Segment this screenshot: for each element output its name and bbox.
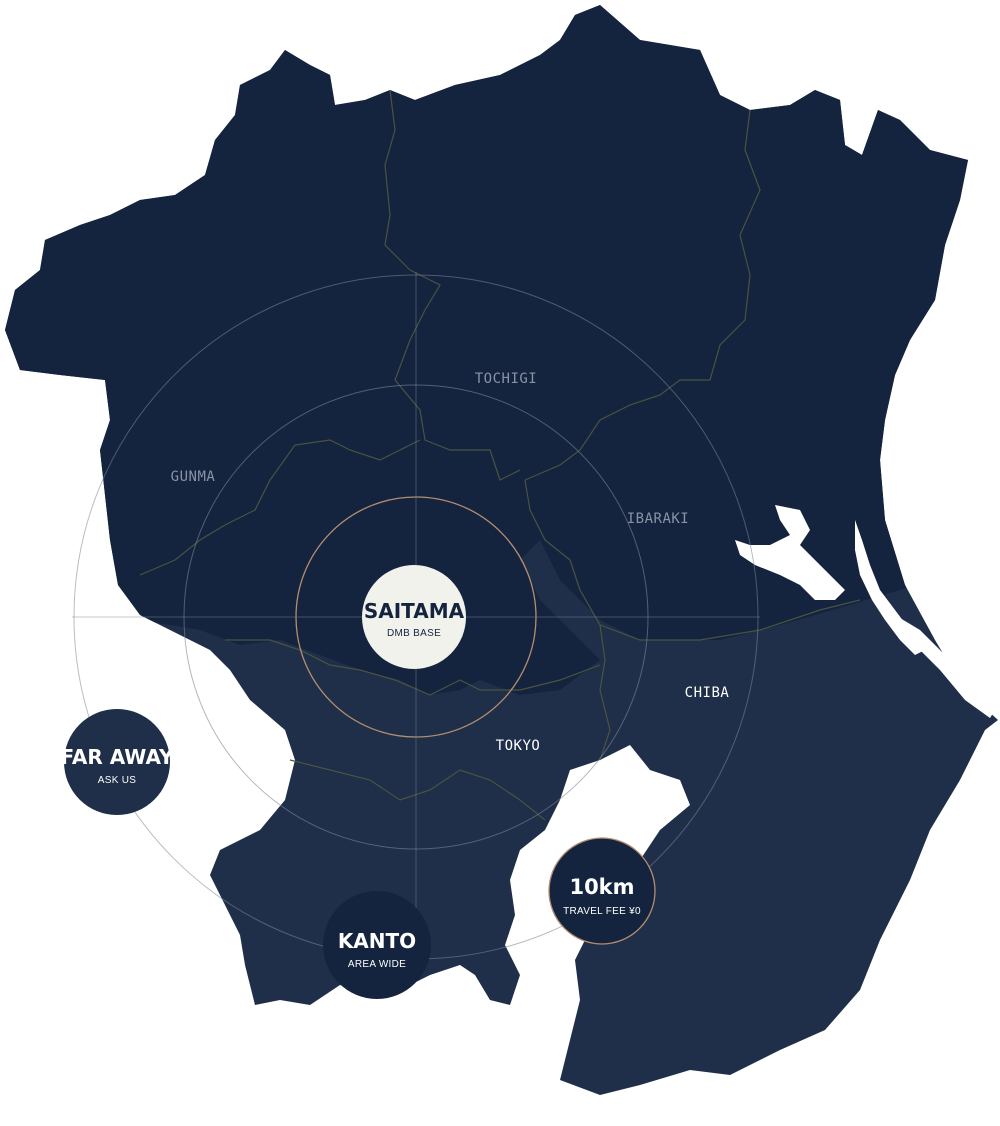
inland-water: [735, 505, 995, 718]
north-land-group: [5, 5, 998, 695]
badge-far-away-subtitle: ASK US: [98, 775, 137, 786]
region-label-tochigi: TOCHIGI: [475, 371, 538, 387]
river-tone: [895, 615, 995, 718]
border-gunma-tochigi: [384, 89, 521, 481]
badge-kanto-title: KANTO: [338, 929, 416, 953]
region-label-tokyo: TOKYO: [496, 738, 541, 754]
center-badge-subtitle: DMB BASE: [387, 628, 441, 639]
badge-10km[interactable]: 10km TRAVEL FEE ¥0: [548, 837, 656, 945]
border-saitama-ibaraki: [524, 479, 611, 761]
badge-10km-circle: [548, 837, 656, 945]
lake-kasumigaura: [735, 505, 845, 600]
center-badge-saitama[interactable]: SAITAMA DMB BASE: [362, 565, 466, 669]
land-mass: [5, 5, 998, 1095]
badge-kanto-circle: [323, 891, 431, 999]
range-ring-inner: [295, 496, 537, 738]
badge-kanto-subtitle: AREA WIDE: [348, 959, 406, 970]
badge-far-away-circle: [64, 709, 170, 815]
region-label-chiba: CHIBA: [685, 685, 730, 701]
badge-far-away-title: FAR AWAY: [61, 745, 175, 769]
border-tokyo-kanagawa: [289, 759, 546, 821]
badge-10km-title: 10km: [569, 875, 634, 899]
north-land: [5, 5, 998, 695]
border-tochigi-ibaraki: [524, 109, 761, 481]
badge-far-away[interactable]: FAR AWAY ASK US: [61, 709, 175, 815]
range-ring-middle: [183, 384, 649, 850]
center-badge-circle: [362, 565, 466, 669]
badge-kanto[interactable]: KANTO AREA WIDE: [323, 891, 431, 999]
region-labels: TOCHIGI GUNMA IBARAKI CHIBA TOKYO: [171, 371, 730, 754]
border-chiba-ibaraki: [599, 599, 861, 641]
region-label-ibaraki: IBARAKI: [627, 511, 690, 527]
center-badge-title: SAITAMA: [364, 599, 465, 623]
border-saitama-tokyo: [225, 639, 601, 696]
badge-10km-subtitle: TRAVEL FEE ¥0: [563, 906, 641, 917]
region-label-gunma: GUNMA: [171, 469, 216, 485]
